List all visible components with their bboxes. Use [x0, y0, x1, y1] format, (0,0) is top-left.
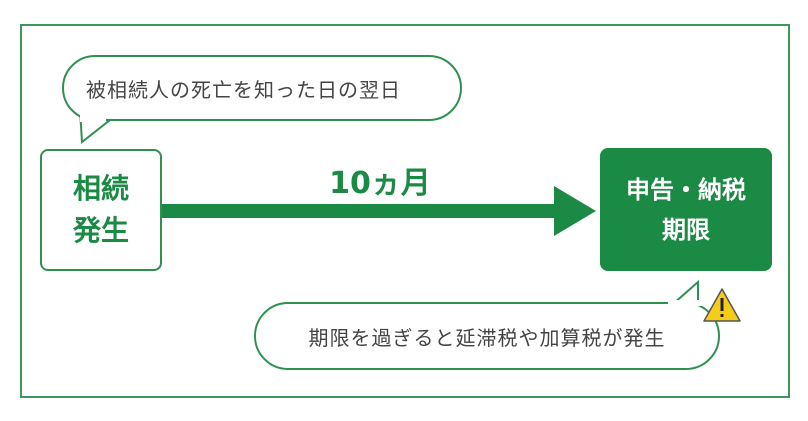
- deadline-line2: 期限: [662, 215, 710, 244]
- tail-cover-bottom: [668, 300, 702, 306]
- deadline-line1: 申告・納税: [626, 175, 746, 204]
- arrow-icon: [162, 186, 596, 236]
- warning-icon: [703, 288, 741, 322]
- duration-label: 10ヵ月: [329, 166, 431, 201]
- top-note-bubble: 被相続人の死亡を知った日の翌日: [62, 55, 462, 121]
- start-line1: 相続: [72, 172, 129, 205]
- tail-cover: [80, 112, 106, 122]
- bottom-note-bubble: 期限を過ぎると延滞税や加算税が発生: [254, 302, 720, 370]
- deadline-box: 申告・納税 期限: [600, 148, 772, 271]
- diagram-frame: [20, 24, 790, 398]
- start-line2: 発生: [72, 214, 129, 247]
- top-note-text: 被相続人の死亡を知った日の翌日: [86, 77, 401, 102]
- start-box: 相続 発生: [40, 149, 162, 271]
- bottom-note-text: 期限を過ぎると延滞税や加算税が発生: [308, 325, 666, 350]
